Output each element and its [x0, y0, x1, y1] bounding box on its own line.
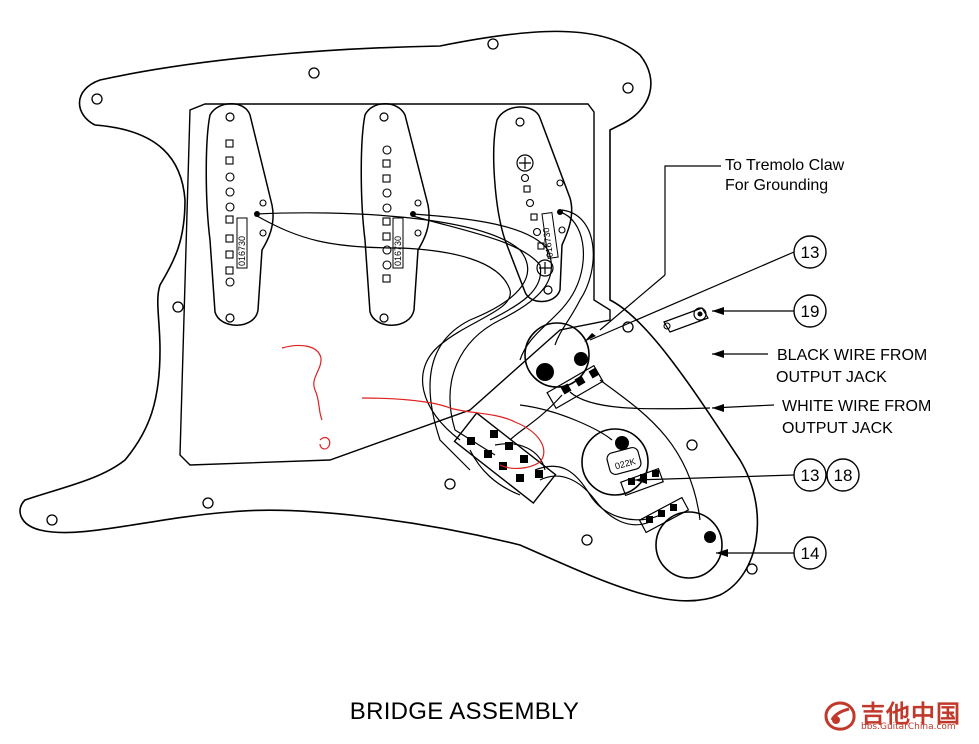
pickguard-outline: [19, 30, 759, 602]
diagram-caption: BRIDGE ASSEMBLY: [349, 698, 580, 725]
tremolo-label-line1: To Tremolo Claw: [725, 157, 845, 174]
bridge-pickup: 016730: [492, 106, 573, 303]
red-annotations: [281, 344, 545, 469]
control-wires: [509, 379, 711, 526]
white-wire-label-line2: OUTPUT JACK: [782, 420, 893, 437]
pickup-selector-switch: [453, 412, 557, 504]
tremolo-label-line2: For Grounding: [725, 177, 828, 194]
lower-pot: [638, 496, 723, 579]
svg-text:13: 13: [801, 243, 820, 262]
black-wire-label-line2: OUTPUT JACK: [776, 369, 887, 386]
ground-lug: [663, 307, 709, 333]
watermark: 吉他中国 bbs.GuitarChina.com: [821, 694, 971, 738]
volume-pot: [524, 322, 604, 410]
white-wire-label-line1: WHITE WIRE FROM: [782, 398, 931, 415]
neck-pickup-code: 016730: [237, 236, 247, 266]
tone-pot: 022K: [581, 428, 664, 497]
screw-holes: [46, 38, 758, 575]
watermark-sub: bbs.GuitarChina.com: [861, 722, 956, 732]
bridge-pickup-code: 016730: [541, 227, 555, 258]
svg-text:14: 14: [801, 544, 820, 563]
callout-19: 19: [712, 294, 827, 328]
middle-pickup-code: 016730: [393, 236, 403, 266]
pickup-wires: [256, 209, 594, 471]
svg-text:13: 13: [801, 466, 820, 485]
callout-13-18: 13 18: [634, 458, 860, 492]
guitar-logo-icon: [824, 701, 856, 731]
black-wire-label-line1: BLACK WIRE FROM: [777, 347, 927, 364]
watermark-title: 吉他中国: [861, 700, 961, 728]
middle-pickup: 016730: [360, 103, 430, 326]
tremolo-leader: [664, 165, 721, 275]
callout-13-top: 13: [584, 235, 827, 342]
pickup-cavity: [179, 103, 611, 466]
svg-text:18: 18: [834, 466, 853, 485]
callout-14: 14: [716, 536, 827, 570]
neck-pickup: 016730: [205, 103, 274, 326]
svg-text:19: 19: [801, 302, 820, 321]
